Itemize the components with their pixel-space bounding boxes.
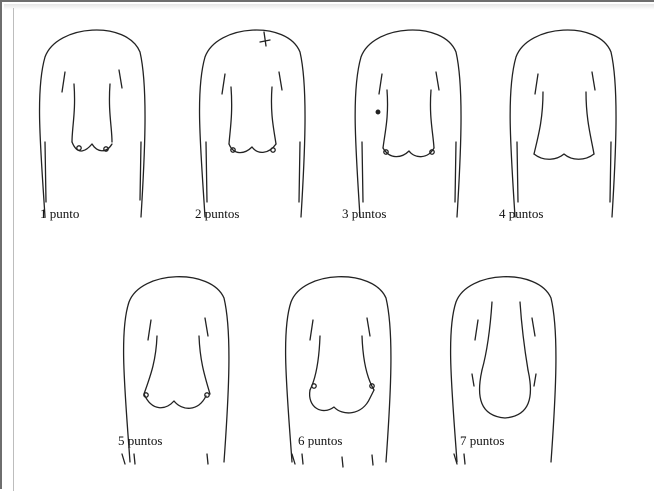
score-label-1: 1 punto xyxy=(40,206,79,222)
udder-figure-2 xyxy=(200,30,306,217)
udder-figure-3 xyxy=(355,30,461,217)
udder-figure-1 xyxy=(40,30,146,217)
score-label-2: 2 puntos xyxy=(195,206,239,222)
score-label-4: 4 puntos xyxy=(499,206,543,222)
udder-figure-4 xyxy=(510,30,616,217)
score-label-7: 7 puntos xyxy=(460,433,504,449)
score-label-5: 5 puntos xyxy=(118,433,162,449)
score-label-6: 6 puntos xyxy=(298,433,342,449)
score-label-3: 3 puntos xyxy=(342,206,386,222)
